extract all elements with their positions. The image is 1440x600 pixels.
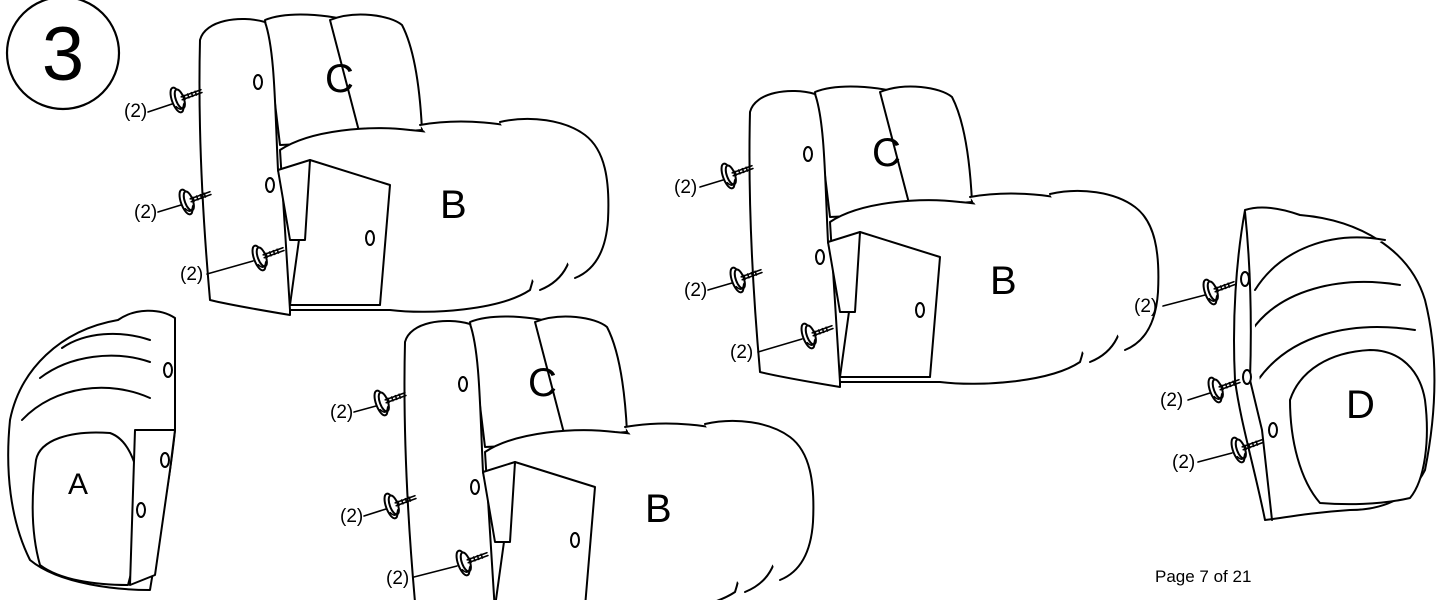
- bolt-set: (2): [1134, 269, 1240, 317]
- end-piece-arm: [1289, 349, 1428, 506]
- step-number: 3: [42, 12, 84, 97]
- page-number: Page 7 of 21: [1155, 567, 1252, 586]
- part-label-d: D: [1346, 383, 1375, 427]
- bolt-set: (2): [134, 179, 216, 223]
- part-label-b: B: [440, 183, 467, 227]
- quantity-label: (2): [730, 342, 753, 363]
- quantity-label: (2): [134, 202, 157, 223]
- part-label-b: B: [645, 487, 672, 531]
- bolt-set: (2): [180, 235, 289, 285]
- part-label-c: C: [872, 131, 901, 175]
- bolt-set: (2): [340, 483, 421, 527]
- bolt-icon: [1199, 269, 1240, 307]
- bolt-set: (2): [124, 77, 207, 122]
- step-badge: 3: [5, 0, 121, 111]
- end-piece-d: [1233, 206, 1436, 521]
- quantity-label: (2): [1172, 452, 1195, 473]
- quantity-label: (2): [1160, 390, 1183, 411]
- bolt-set: (2): [684, 257, 767, 301]
- quantity-label: (2): [340, 506, 363, 527]
- bolt-set: (2): [1172, 427, 1268, 473]
- quantity-label: (2): [684, 280, 707, 301]
- quantity-label: (2): [330, 402, 353, 423]
- part-label-a: A: [68, 468, 88, 501]
- bolt-set: (2): [330, 380, 411, 423]
- part-label-c: C: [528, 361, 557, 405]
- bolt-set: (2): [386, 540, 493, 589]
- bolt-set: (2): [730, 313, 838, 363]
- end-piece-a: [7, 309, 176, 591]
- bolt-set: (2): [674, 153, 758, 198]
- end-piece-arm: [31, 431, 141, 586]
- bolt-set: (2): [1160, 367, 1245, 411]
- step-circle: [5, 0, 121, 111]
- part-label-b: B: [990, 259, 1017, 303]
- part-label-c: C: [325, 57, 354, 101]
- quantity-label: (2): [674, 177, 697, 198]
- quantity-label: (2): [1134, 296, 1157, 317]
- quantity-label: (2): [124, 101, 147, 122]
- quantity-label: (2): [180, 264, 203, 285]
- quantity-label: (2): [386, 568, 409, 589]
